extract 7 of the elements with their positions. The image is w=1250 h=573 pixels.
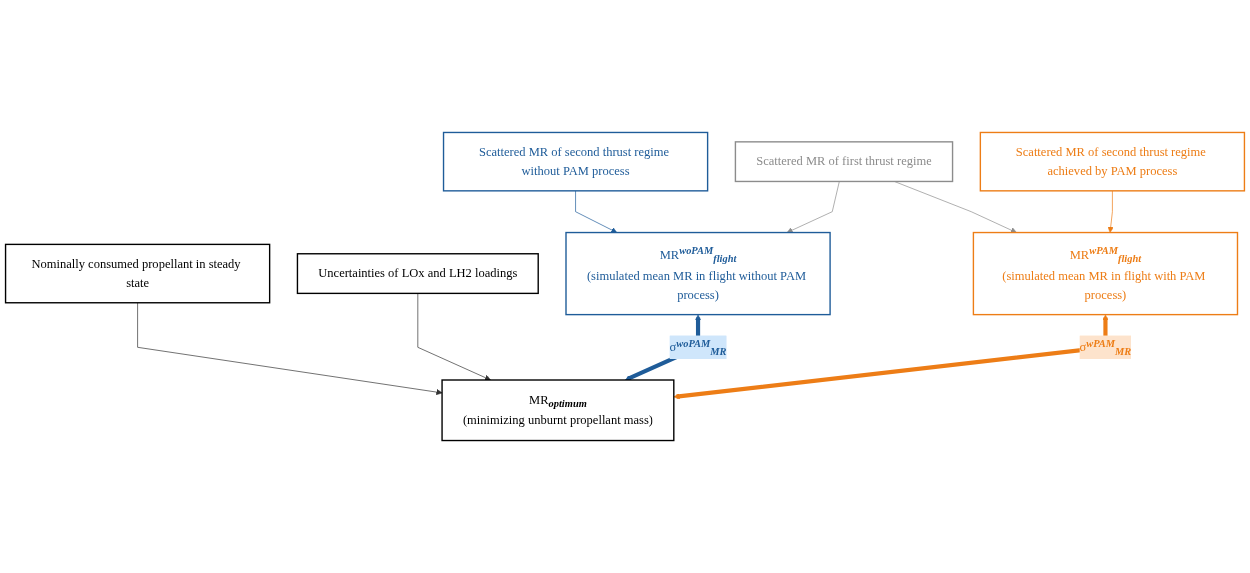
node-box: Nominally consumed propellant in steady state [4,243,271,304]
arrow [673,314,1109,400]
node-box: Scattered MR of first thrust regime [734,141,954,183]
node-box: Uncertainties of LOx and LH2 loadings [296,253,539,295]
node-box: Scattered MR of second thrust regime without PAM process [442,131,709,192]
node-box: Scattered MR of second thrust regime achieved by PAM process [979,131,1246,192]
node-box: MR$_{optimum}$ (minimizing unburnt propellant mass) [441,379,675,442]
